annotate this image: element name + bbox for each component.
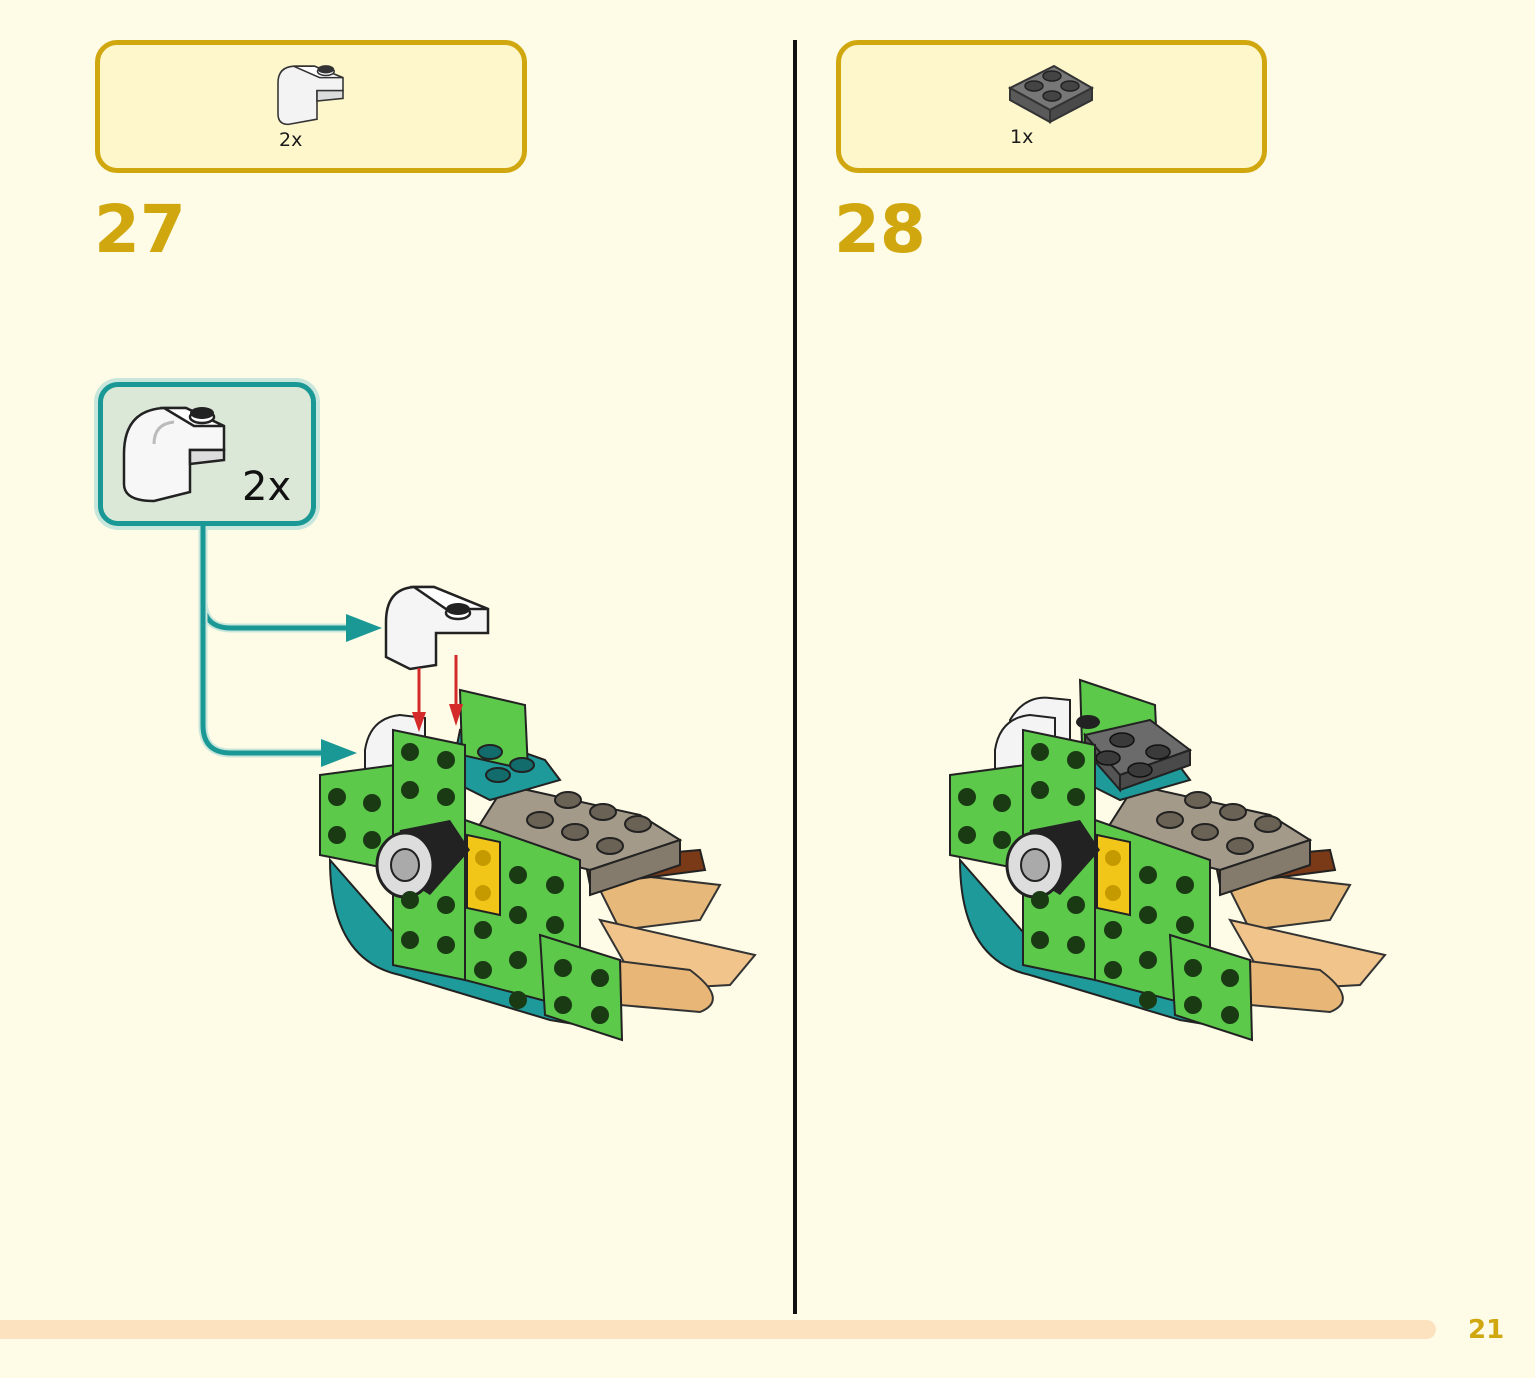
page-number: 21 — [1468, 1315, 1505, 1345]
step-divider — [793, 40, 797, 1314]
step-28-part-quantity: 1x — [1010, 126, 1034, 148]
step-27-callout-quantity: 2x — [242, 464, 292, 510]
footer-bar — [0, 1320, 1436, 1339]
step-27-parts-list — [95, 40, 527, 173]
step-27-number: 27 — [94, 191, 186, 268]
step-27-part-quantity: 2x — [279, 129, 303, 151]
step-28-number: 28 — [834, 191, 926, 268]
